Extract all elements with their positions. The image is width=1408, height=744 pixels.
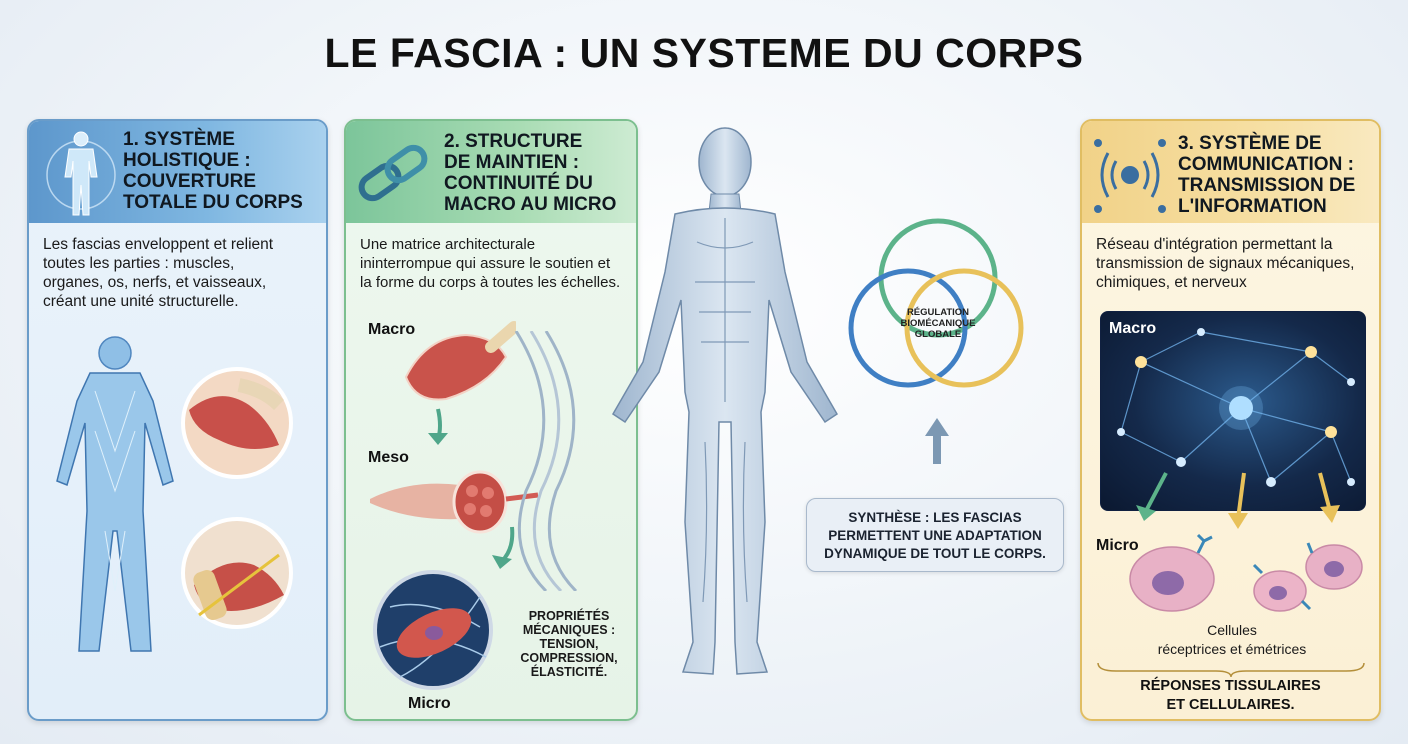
panel-description: Une matrice architecturale ininterrompue… (360, 236, 621, 291)
muscle-bone-zoom-top-icon (181, 367, 293, 479)
scale-label-macro: Macro (368, 321, 416, 338)
receptor-cells-illustration (1129, 533, 1363, 612)
fascia-body-illustration (56, 336, 174, 652)
bracket-divider (1097, 662, 1365, 677)
arrow-up-icon (925, 418, 949, 464)
venn-diagram (848, 218, 1024, 388)
tissue-response-label: RÉPONSES TISSULAIRES ET CELLULAIRES. (1140, 678, 1321, 713)
panel-communication-system: 3. SYSTÈME DE COMMUNICATION : TRANSMISSI… (1080, 119, 1381, 721)
panel-support-structure: 2. STRUCTURE DE MAINTIEN : CONTINUITÉ DU… (344, 119, 638, 721)
signal-arrows-icon (1136, 472, 1340, 529)
panel-description: Réseau d'intégration permettant la trans… (1096, 236, 1355, 291)
mechanical-properties-label: PROPRIÉTÉS MÉCANIQUES : TENSION, COMPRES… (520, 609, 618, 679)
venn-circle-blue (848, 268, 968, 388)
cells-label-micro: Micro (1096, 537, 1139, 554)
panel-description: Les fascias enveloppent et relient toute… (43, 236, 274, 310)
cell-micro-zoom-icon (373, 570, 493, 690)
synthesis-box: SYNTHÈSE : LES FASCIAS PERMETTENT UNE AD… (806, 498, 1064, 572)
panel-title: 3. SYSTÈME DE COMMUNICATION : TRANSMISSI… (1178, 133, 1356, 217)
muscle-fiber-bundle-icon (370, 470, 539, 534)
chain-link-icon (358, 144, 428, 202)
scale-label-meso: Meso (368, 449, 409, 466)
muscle-macro-icon (404, 321, 516, 401)
cells-caption: Cellules réceptrices et émétrices (1157, 622, 1307, 657)
human-body-illustration (611, 127, 839, 675)
fascia-fibers-illustration (514, 331, 578, 591)
panel-holistic-system: 1. SYSTÈME HOLISTIQUE : COUVERTURE TOTAL… (27, 119, 328, 721)
panel-title: 2. STRUCTURE DE MAINTIEN : CONTINUITÉ DU… (444, 131, 617, 215)
venn-center-label: RÉGULATION BIOMÉCANIQUE GLOBALE (900, 307, 976, 340)
arrow-down-icon (492, 526, 515, 569)
scale-label-micro: Micro (408, 695, 451, 712)
signal-network-icon (1094, 139, 1166, 213)
panel-title: 1. SYSTÈME HOLISTIQUE : COUVERTURE TOTAL… (123, 129, 303, 213)
network-label-macro: Macro (1109, 320, 1157, 337)
neural-network-illustration (1117, 328, 1355, 487)
venn-circle-yellow (904, 268, 1024, 388)
page-title: LE FASCIA : UN SYSTEME DU CORPS (324, 30, 1084, 76)
arrow-down-icon (428, 408, 448, 445)
body-glow-icon (46, 131, 116, 216)
muscle-bone-zoom-bottom-icon (181, 517, 293, 629)
